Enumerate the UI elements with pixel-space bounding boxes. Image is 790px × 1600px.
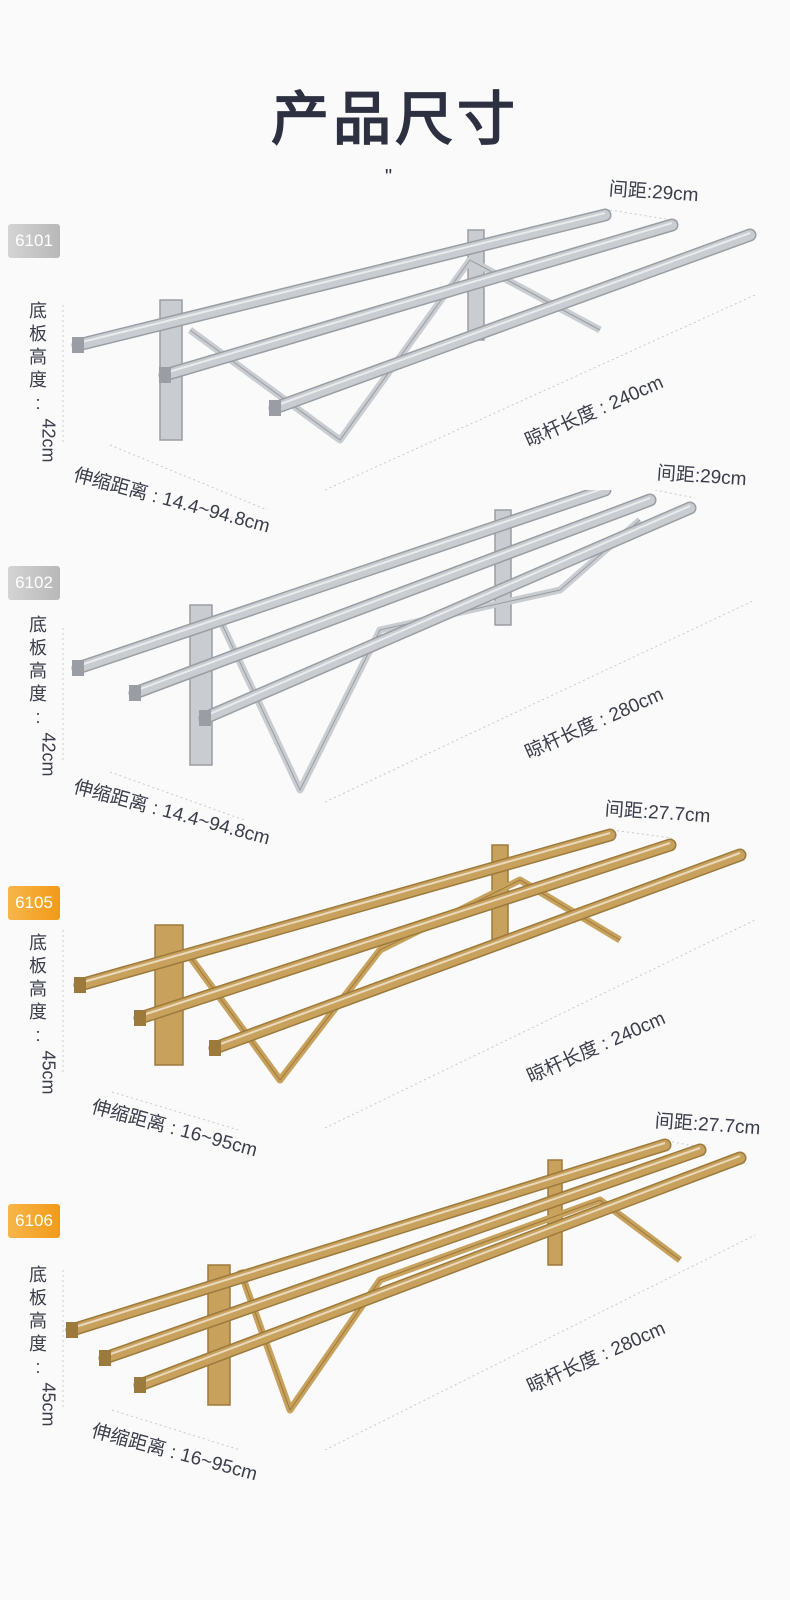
base-height-label: 底板高度: 42cm: [29, 301, 59, 463]
drying-rack-image: [62, 828, 756, 1130]
drying-rod: [135, 840, 675, 1023]
model-badge: 6105: [8, 886, 60, 920]
dimension-line: [324, 1234, 756, 1450]
drying-rack-image: [62, 208, 757, 510]
rod-highlight: [139, 842, 671, 1017]
drying-rod: [270, 230, 755, 413]
quote-mark: ": [385, 166, 393, 188]
rod-highlight: [139, 1155, 741, 1384]
dimension-line: [109, 771, 246, 820]
wall-plate: [154, 924, 184, 1066]
drying-rod: [73, 210, 610, 350]
rod-end-cap: [134, 1010, 146, 1026]
model-badge: 6102: [8, 566, 60, 600]
rod-end-cap: [159, 367, 171, 383]
drying-rod: [210, 850, 745, 1053]
rod-end-cap: [72, 337, 84, 353]
rod-highlight: [274, 232, 751, 407]
dimension-line: [324, 294, 756, 491]
drying-rack-image: [62, 1138, 756, 1450]
scissor-arm-edge: [239, 1199, 681, 1412]
page-title: 产品尺寸: [270, 85, 519, 153]
rod-end-cap: [74, 977, 86, 993]
product-section-6102: 6102 底板高度: 42cm 间距:29cm 晾杆长度 : 280cm 伸缩距…: [0, 463, 790, 849]
drying-rod: [67, 1140, 670, 1335]
rod-highlight: [164, 222, 673, 374]
rod-highlight: [71, 1142, 666, 1329]
rod-end-cap: [66, 1322, 78, 1338]
drying-rod: [135, 1153, 745, 1390]
rod-end-cap: [72, 660, 84, 676]
scissor-arm-edge: [189, 259, 601, 441]
base-height-label: 底板高度: 45cm: [29, 1265, 59, 1427]
rod-highlight: [77, 490, 603, 667]
drying-rod: [75, 830, 615, 990]
wall-plate: [207, 1264, 231, 1406]
drying-rod: [200, 503, 695, 723]
drying-rack-image: [62, 490, 756, 820]
dimension-line: [324, 919, 756, 1129]
scissor-arm-edge: [219, 519, 641, 792]
rod-highlight: [79, 832, 611, 984]
product-section-6105: 6105 底板高度: 45cm 间距:27.7cm 晾杆长度 : 240cm 伸…: [0, 799, 790, 1161]
rod-end-cap: [199, 710, 211, 726]
dimension-line: [611, 829, 673, 839]
dimension-line: [609, 209, 673, 221]
dimension-line: [654, 490, 696, 499]
product-section-6101: 6101 底板高度: 42cm 间距:29cm 晾杆长度 : 240cm 伸缩距…: [0, 179, 790, 537]
rod-end-cap: [99, 1350, 111, 1366]
drying-rod: [100, 1145, 705, 1363]
rod-end-cap: [134, 1377, 146, 1393]
drying-rod: [130, 495, 655, 698]
dimension-line: [109, 444, 269, 510]
product-section-6106: 6106 底板高度: 45cm 间距:27.7cm 晾杆长度 : 280cm 伸…: [0, 1111, 790, 1485]
rod-end-cap: [209, 1040, 221, 1056]
dimension-line: [324, 599, 756, 803]
rod-highlight: [214, 852, 741, 1047]
model-badge: 6101: [8, 224, 60, 258]
drying-rod: [73, 490, 610, 673]
base-height-label: 底板高度: 45cm: [29, 933, 59, 1095]
rod-end-cap: [269, 400, 281, 416]
rod-highlight: [104, 1147, 701, 1357]
model-badge: 6106: [8, 1204, 60, 1238]
rod-highlight: [204, 505, 691, 717]
drying-rod: [160, 220, 677, 380]
rod-highlight: [77, 212, 606, 344]
rod-end-cap: [129, 685, 141, 701]
base-height-label: 底板高度: 42cm: [29, 615, 59, 777]
rod-highlight: [134, 497, 651, 692]
